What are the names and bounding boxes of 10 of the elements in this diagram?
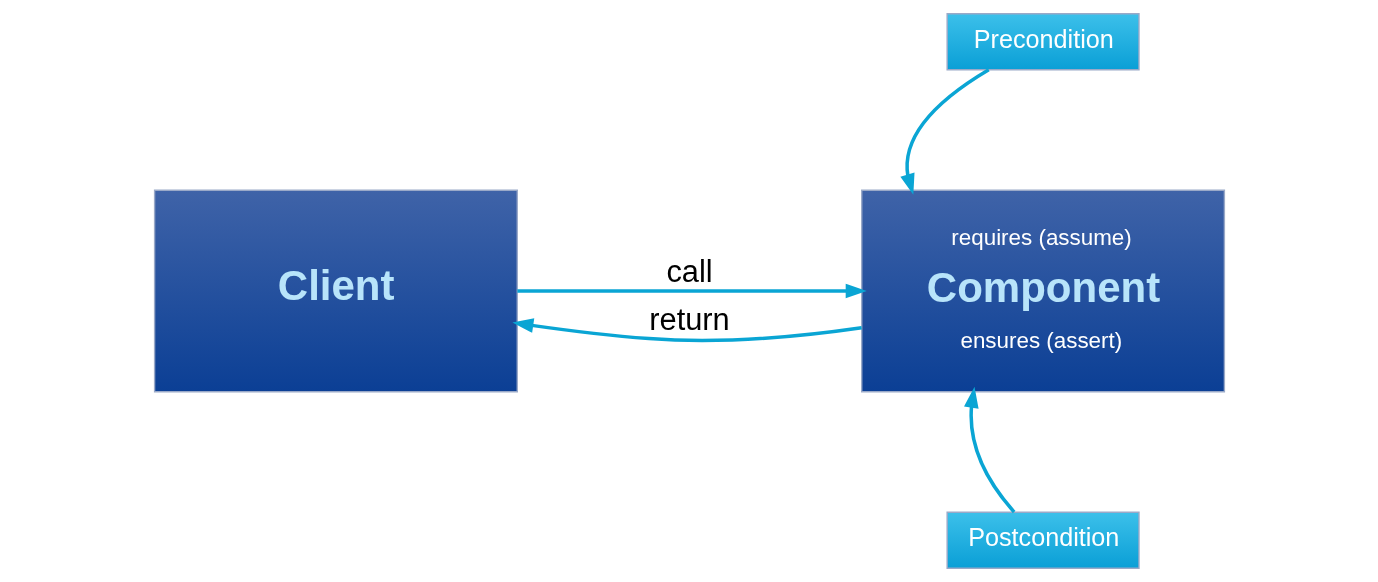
node-box: requires (assume) Component ensures (assert) — [860, 189, 1225, 393]
node-box: Client — [153, 189, 518, 393]
edge-label: call — [665, 254, 713, 290]
arrow — [899, 68, 990, 195]
arrow — [963, 386, 1015, 514]
edge-label: return — [648, 301, 730, 337]
arrow — [511, 318, 862, 343]
node-box: Precondition — [945, 13, 1140, 71]
node-box: Postcondition — [945, 511, 1140, 569]
arrow — [516, 283, 867, 299]
